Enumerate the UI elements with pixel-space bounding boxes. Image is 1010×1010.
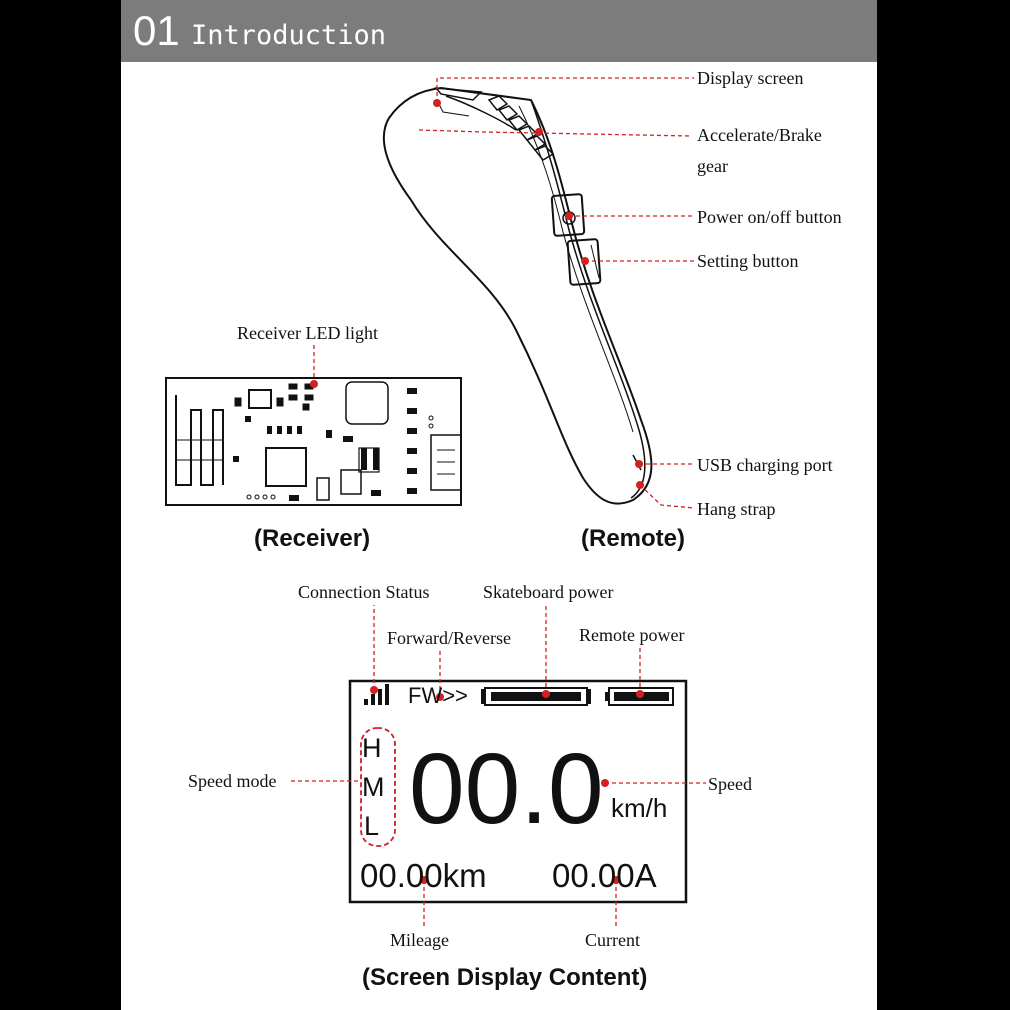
lcd-current-value: 00.00A xyxy=(552,857,657,894)
label-hang-strap: Hang strap xyxy=(697,499,776,519)
caption-receiver: (Receiver) xyxy=(254,525,371,552)
lcd-mode-h: H xyxy=(362,733,382,763)
lcd-mode-m: M xyxy=(362,772,385,802)
diagram-drawing xyxy=(165,77,706,928)
label-receiver-led: Receiver LED light xyxy=(237,323,378,343)
label-display-screen: Display screen xyxy=(697,68,804,88)
label-speed: Speed xyxy=(708,774,752,794)
remote-display-window xyxy=(434,87,483,101)
label-accelerate-brake-gear: gear xyxy=(697,156,728,176)
label-usb-port: USB charging port xyxy=(697,455,833,475)
lcd-direction: FW>> xyxy=(408,683,468,708)
power-button-outline xyxy=(550,193,586,237)
setting-button-outline xyxy=(566,238,602,286)
section-title: Introduction xyxy=(191,20,387,51)
accelerate-wheel xyxy=(487,95,555,161)
lcd-speed-value: 00.0 xyxy=(409,733,604,845)
label-mileage: Mileage xyxy=(390,930,449,950)
lcd-speed-unit: km/h xyxy=(611,793,668,823)
section-header: 01 Introduction xyxy=(121,0,877,62)
label-setting-button: Setting button xyxy=(697,251,799,271)
section-number: 01 xyxy=(133,7,180,54)
label-accelerate-brake: Accelerate/Brake xyxy=(697,125,822,145)
label-power-button: Power on/off button xyxy=(697,207,842,227)
receiver-illustration xyxy=(165,377,462,506)
label-forward-reverse: Forward/Reverse xyxy=(387,628,511,648)
speed-mode-highlight xyxy=(360,727,396,847)
antenna-trace xyxy=(175,395,224,486)
lcd-frame xyxy=(348,679,688,904)
lcd-mode-l: L xyxy=(364,811,380,841)
label-connection-status: Connection Status xyxy=(298,582,430,602)
leader-dots xyxy=(310,99,644,884)
label-current: Current xyxy=(585,930,640,950)
skateboard-battery-icon xyxy=(481,687,591,706)
intro-panel: 01 Introduction xyxy=(121,0,877,1010)
leader-lines xyxy=(291,77,706,928)
lcd-mileage-value: 00.00km xyxy=(360,857,487,894)
label-speed-mode: Speed mode xyxy=(188,771,277,791)
label-remote-power: Remote power xyxy=(579,625,685,645)
label-skateboard-power: Skateboard power xyxy=(483,582,614,602)
caption-remote: (Remote) xyxy=(581,525,686,552)
caption-screen-display: (Screen Display Content) xyxy=(362,964,648,991)
receiver-chip xyxy=(265,447,307,487)
remote-illustration xyxy=(382,86,653,505)
signal-icon xyxy=(364,684,389,705)
